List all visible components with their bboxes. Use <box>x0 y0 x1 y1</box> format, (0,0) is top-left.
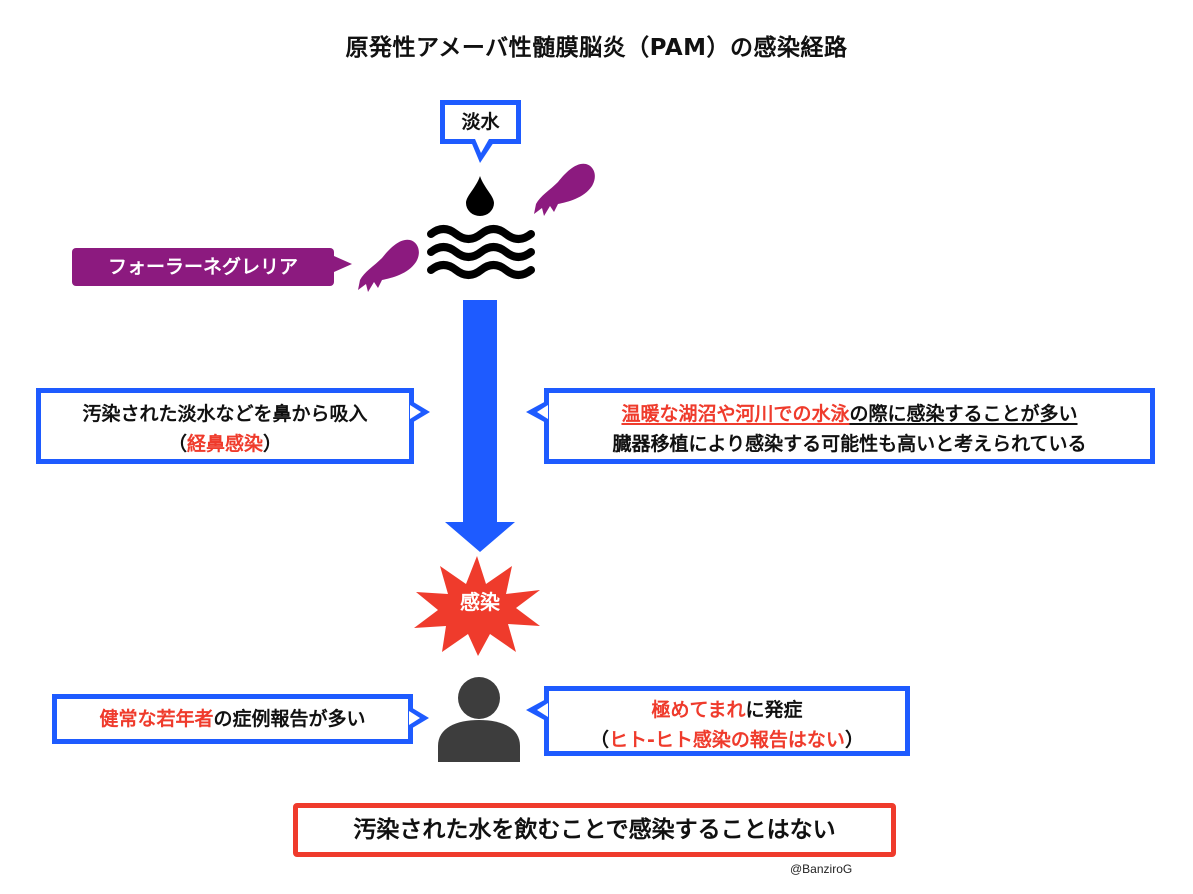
freshwater-label: 淡水 <box>461 111 500 133</box>
right-person-line2: （ヒト-ヒト感染の報告はない） <box>549 725 905 755</box>
infection-label: 感染 <box>460 590 500 614</box>
naegleria-label-text: フォーラーネグレリア <box>107 256 298 278</box>
naegleria-label-tail <box>334 256 352 272</box>
page-title: 原発性アメーバ性髄膜脳炎（PAM）の感染経路 <box>345 35 848 61</box>
left-route-callout: 汚染された淡水などを鼻から吸入 （経鼻感染） <box>36 388 414 464</box>
left-route-line2: （経鼻感染） <box>41 429 409 459</box>
right-route-callout-tail <box>526 400 548 424</box>
credit: @BanziroG <box>790 862 853 876</box>
warning-box: 汚染された水を飲むことで感染することはない <box>293 803 896 857</box>
healthy-young-text: 健常な若年者 <box>99 708 214 730</box>
left-person-callout-tail <box>409 706 429 730</box>
water-drop-icon <box>466 176 494 216</box>
left-person-callout: 健常な若年者の症例報告が多い <box>52 694 413 744</box>
right-person-callout-tail <box>526 698 548 722</box>
waves-icon <box>427 225 535 279</box>
paren-close: ） <box>844 729 864 751</box>
paren-close: ） <box>263 433 283 455</box>
right-person-line1: 極めてまれに発症 <box>549 695 905 725</box>
right-person-line1-rest: に発症 <box>745 699 803 721</box>
person-icon <box>438 677 520 762</box>
no-human-transmission-text: ヒト-ヒト感染の報告はない <box>609 729 845 751</box>
nasal-infection-text: 経鼻感染 <box>186 433 263 455</box>
right-person-callout: 極めてまれに発症 （ヒト-ヒト感染の報告はない） <box>544 686 910 756</box>
freshwater-callout: 淡水 <box>440 100 521 144</box>
amoeba-icon <box>534 163 595 216</box>
naegleria-label: フォーラーネグレリア <box>72 248 352 286</box>
right-route-line1-rest: の際に感染することが多い <box>849 403 1078 425</box>
right-route-line2: 臓器移植により感染する可能性も高いと考えられている <box>612 433 1087 455</box>
freshwater-callout-tail <box>470 139 496 163</box>
paren-open: （ <box>590 729 610 751</box>
left-route-callout-tail <box>410 400 430 424</box>
right-route-line1: 温暖な湖沼や河川での水泳の際に感染することが多い <box>549 399 1150 429</box>
amoeba-icon <box>358 239 419 292</box>
paren-open: （ <box>167 433 187 455</box>
left-person-rest: の症例報告が多い <box>213 708 366 730</box>
right-route-callout: 温暖な湖沼や河川での水泳の際に感染することが多い 臓器移植により感染する可能性も… <box>544 388 1155 464</box>
burst-icon <box>414 556 540 656</box>
extremely-rare-text: 極めてまれ <box>651 699 746 721</box>
swimming-text: 温暖な湖沼や河川での水泳 <box>621 403 850 425</box>
down-arrow-icon <box>445 300 515 552</box>
left-route-line1: 汚染された淡水などを鼻から吸入 <box>82 403 368 425</box>
